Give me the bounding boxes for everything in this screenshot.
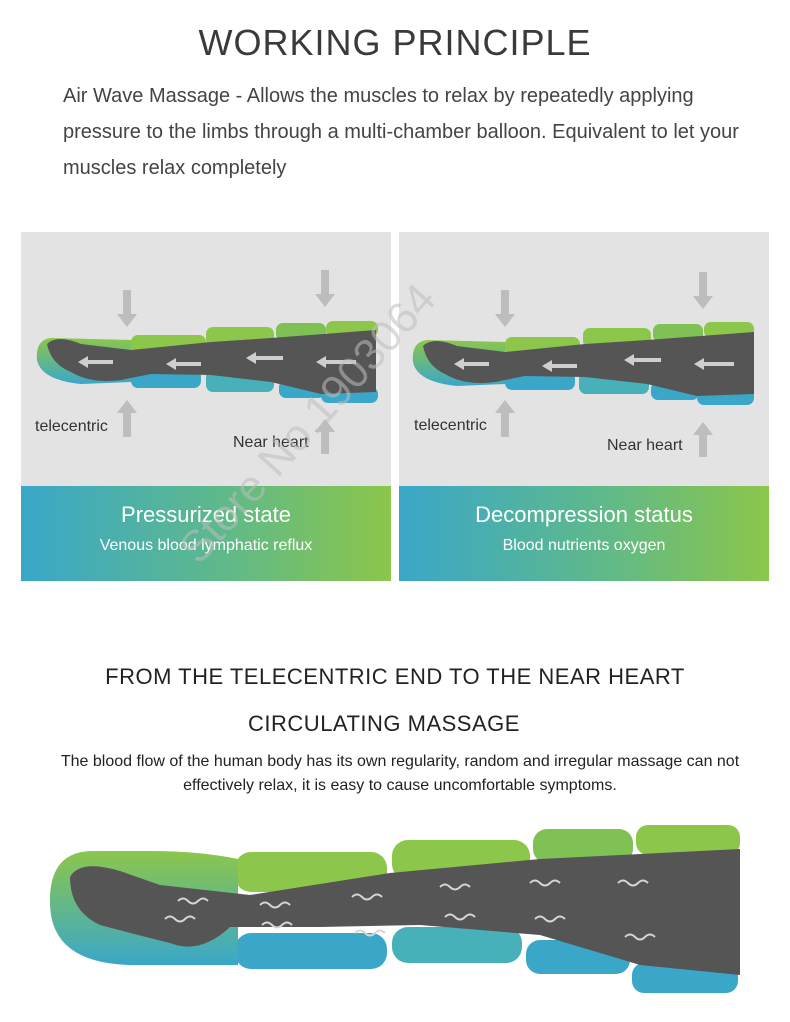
telecentric-label: telecentric <box>414 417 487 434</box>
page-title: WORKING PRINCIPLE <box>198 22 592 63</box>
near-heart-label: Near heart <box>607 437 683 454</box>
decompression-banner: Decompression status Blood nutrients oxy… <box>399 486 769 581</box>
intro-paragraph: Air Wave Massage - Allows the muscles to… <box>63 85 739 179</box>
pressurized-banner: Pressurized state Venous blood lymphatic… <box>21 486 391 581</box>
banner-title: Pressurized state <box>121 502 291 527</box>
pressurized-panel: telecentric Near heart Pressurized state… <box>21 232 391 581</box>
section-paragraph: The blood flow of the human body has its… <box>60 753 740 794</box>
near-heart-label: Near heart <box>233 434 309 451</box>
decompression-panel: telecentric Near heart Decompression sta… <box>399 232 769 581</box>
leg-diagram-pressurized <box>36 270 378 454</box>
leg-diagram-decompression <box>412 272 754 457</box>
section-heading-line1: FROM THE TELECENTRIC END TO THE NEAR HEA… <box>105 664 685 689</box>
banner-subtitle: Venous blood lymphatic reflux <box>99 537 313 554</box>
section-heading-line2: CIRCULATING MASSAGE <box>248 711 520 736</box>
banner-title: Decompression status <box>475 502 693 527</box>
circulating-leg-illustration <box>49 825 740 993</box>
telecentric-label: telecentric <box>35 418 108 435</box>
banner-subtitle: Blood nutrients oxygen <box>502 537 666 554</box>
